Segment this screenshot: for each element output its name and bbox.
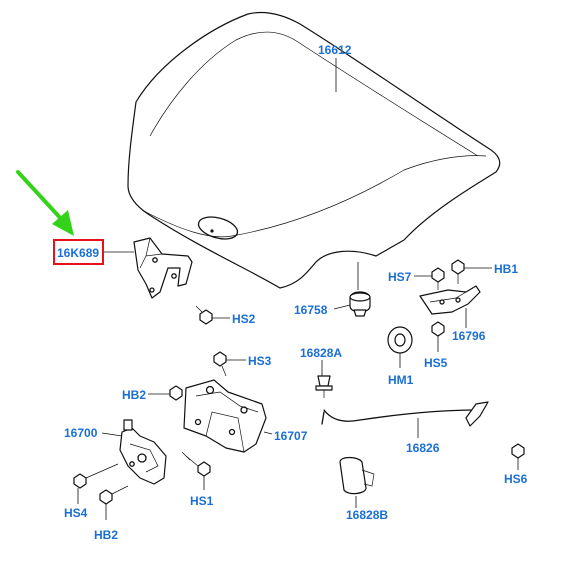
release-cable[interactable] bbox=[321, 401, 489, 427]
bolt-hb2-lower[interactable] bbox=[99, 485, 129, 505]
hood-bumper[interactable] bbox=[349, 291, 371, 317]
bolt-hs7[interactable] bbox=[431, 267, 445, 290]
highlight-box bbox=[53, 239, 104, 265]
bolt-hb2-upper[interactable] bbox=[169, 385, 183, 401]
grommet-hm1[interactable] bbox=[387, 326, 413, 354]
clip-16828a[interactable] bbox=[315, 375, 333, 398]
screw-hs5[interactable] bbox=[431, 321, 445, 337]
latch-support-bracket[interactable] bbox=[183, 379, 267, 453]
screw-hs6[interactable] bbox=[511, 443, 525, 459]
label-hinge: 16K689 bbox=[57, 246, 99, 260]
label-hood: 16612 bbox=[318, 43, 352, 57]
prop-rod-bracket[interactable] bbox=[419, 285, 481, 315]
clip-16828b[interactable] bbox=[339, 456, 375, 495]
label-screw-hs6: HS6 bbox=[504, 472, 528, 486]
label-prop-rod: 16796 bbox=[452, 329, 486, 343]
label-hood-bolt: HS2 bbox=[232, 312, 256, 326]
label-bolt-hb2-upper: HB2 bbox=[122, 388, 146, 402]
hood-latch[interactable] bbox=[119, 419, 167, 485]
label-bumper: 16758 bbox=[294, 303, 328, 317]
bolt-hs4[interactable] bbox=[73, 463, 119, 489]
hood-panel[interactable] bbox=[127, 11, 501, 289]
bolt-hs2[interactable] bbox=[195, 305, 213, 325]
label-latch-support: 16707 bbox=[274, 429, 308, 443]
label-latch: 16700 bbox=[64, 426, 98, 440]
label-bolt-hs1: HS1 bbox=[190, 494, 214, 508]
bolt-hs1[interactable] bbox=[181, 451, 211, 477]
bolt-hs3[interactable] bbox=[213, 351, 227, 377]
label-grommet: HM1 bbox=[388, 373, 414, 387]
bolt-hb1[interactable] bbox=[451, 259, 465, 284]
pointer-arrow-icon bbox=[16, 170, 74, 236]
label-bolt-hs3: HS3 bbox=[248, 354, 272, 368]
label-cable: 16826 bbox=[406, 441, 440, 455]
label-bolt-hb1: HB1 bbox=[494, 262, 518, 276]
label-clip: 16828A bbox=[300, 346, 342, 360]
label-screw-hs5: HS5 bbox=[424, 356, 448, 370]
hood-hinge[interactable] bbox=[133, 237, 193, 299]
label-bolt-hs7: HS7 bbox=[388, 270, 412, 284]
label-handle-clip: 16828B bbox=[346, 508, 388, 522]
label-bolt-hs4: HS4 bbox=[64, 506, 88, 520]
label-bolt-hb2-lower: HB2 bbox=[94, 528, 118, 542]
